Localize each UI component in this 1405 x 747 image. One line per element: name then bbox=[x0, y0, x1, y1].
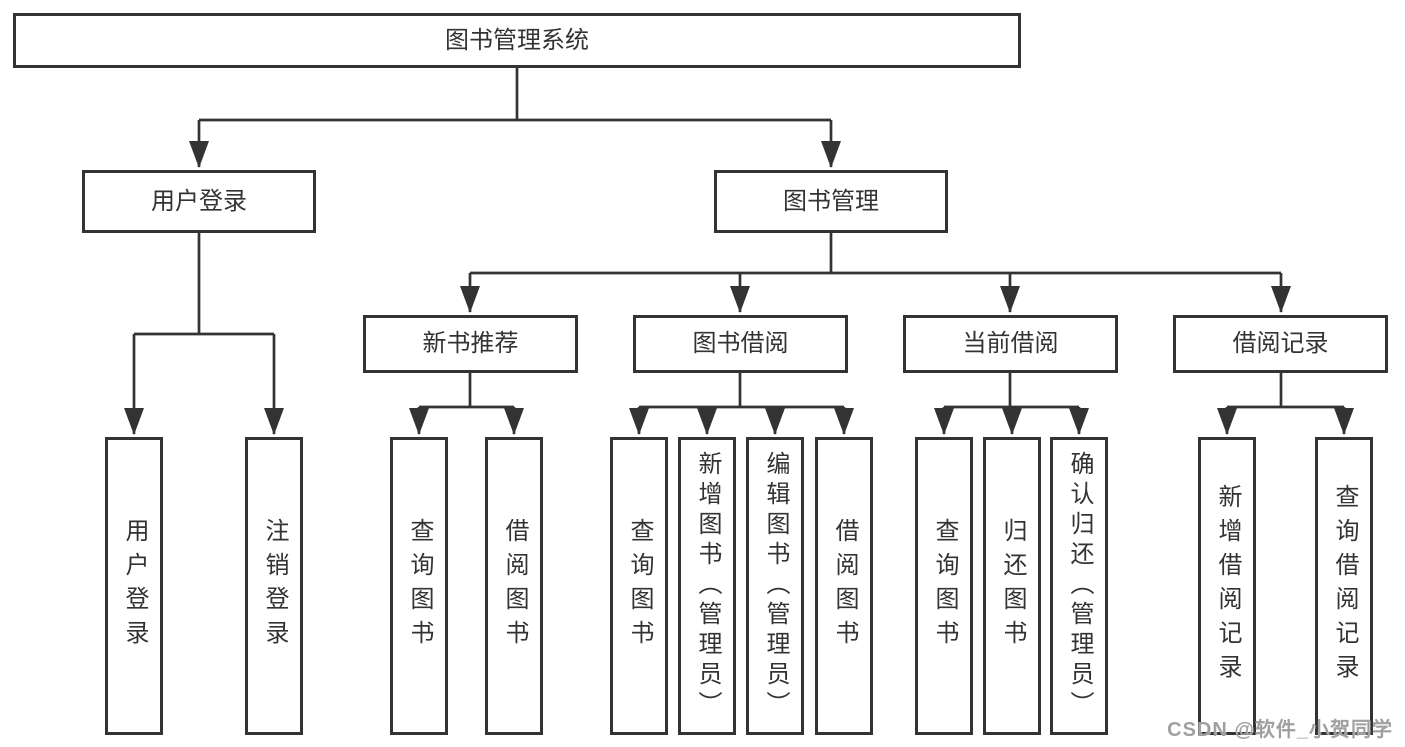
node-book-borrow: 图书借阅 bbox=[633, 315, 848, 373]
node-borrow-records: 借阅记录 bbox=[1173, 315, 1388, 373]
node-current-borrow: 当前借阅 bbox=[903, 315, 1118, 373]
leaf-current-query-books: 查询图书 bbox=[915, 437, 973, 735]
connectors-book-management bbox=[460, 233, 1291, 313]
node-user-login: 用户登录 bbox=[82, 170, 316, 233]
leaf-logout: 注销登录 bbox=[245, 437, 303, 735]
leaf-borrow-add-book-admin: 新增图书（管理员） bbox=[678, 437, 736, 735]
leaf-borrow-edit-book-admin: 编辑图书（管理员） bbox=[746, 437, 804, 735]
node-book-management: 图书管理 bbox=[714, 170, 948, 233]
leaf-current-confirm-return-admin: 确认归还（管理员） bbox=[1050, 437, 1108, 735]
node-new-book-recommend: 新书推荐 bbox=[363, 315, 578, 373]
node-root: 图书管理系统 bbox=[13, 13, 1021, 68]
leaf-borrow-borrow-books: 借阅图书 bbox=[815, 437, 873, 735]
connectors-current-borrow bbox=[934, 373, 1089, 435]
connectors-borrow-records bbox=[1217, 373, 1354, 435]
leaf-records-add-record: 新增借阅记录 bbox=[1198, 437, 1256, 735]
leaf-borrow-query-books: 查询图书 bbox=[610, 437, 668, 735]
leaf-current-return-books: 归还图书 bbox=[983, 437, 1041, 735]
connectors-book-borrow bbox=[629, 373, 854, 435]
connectors-user-login bbox=[124, 233, 284, 435]
leaf-records-query-record: 查询借阅记录 bbox=[1315, 437, 1373, 735]
leaf-newbook-query-books: 查询图书 bbox=[390, 437, 448, 735]
connectors-new-book-recommend bbox=[409, 373, 524, 435]
watermark: CSDN @软件_小贺同学 bbox=[1167, 719, 1393, 741]
connectors-root bbox=[189, 68, 841, 168]
leaf-user-login: 用户登录 bbox=[105, 437, 163, 735]
leaf-newbook-borrow-books: 借阅图书 bbox=[485, 437, 543, 735]
